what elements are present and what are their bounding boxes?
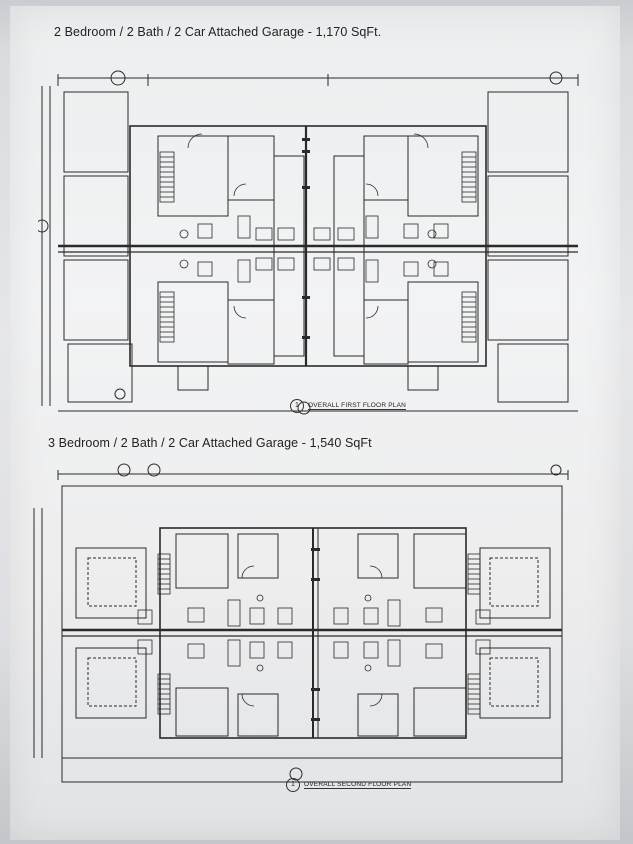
- plan-2-caption: 1 OVERALL SECOND FLOOR PLAN: [286, 778, 412, 792]
- plan-1-caption-title: OVERALL FIRST FLOOR PLAN: [308, 402, 406, 410]
- plan-1-heading: 2 Bedroom / 2 Bath / 2 Car Attached Gara…: [54, 25, 382, 39]
- plan-1-caption: 1 OVERALL FIRST FLOOR PLAN: [290, 399, 406, 413]
- plan-2-caption-number: 1: [286, 778, 300, 792]
- first-floor-plan-drawing: [38, 56, 598, 426]
- plan-2-heading: 3 Bedroom / 2 Bath / 2 Car Attached Gara…: [48, 436, 372, 450]
- plan-1-caption-number: 1: [290, 399, 304, 413]
- second-floor-plan-drawing: [28, 458, 598, 788]
- document-page: 2 Bedroom / 2 Bath / 2 Car Attached Gara…: [10, 6, 620, 840]
- plan-2-caption-title: OVERALL SECOND FLOOR PLAN: [304, 781, 412, 789]
